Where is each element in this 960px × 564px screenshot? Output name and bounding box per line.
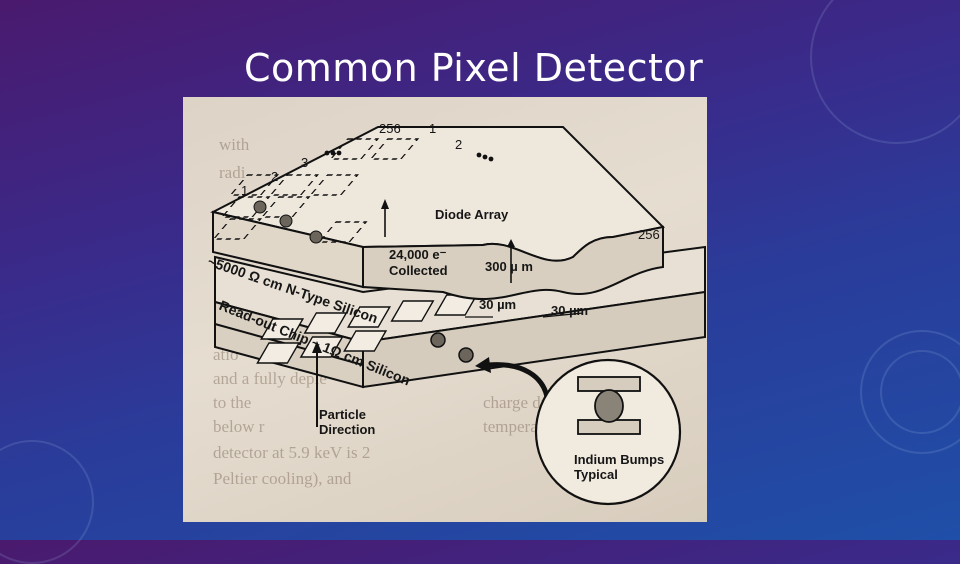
label-indium-line2: Typical: [574, 467, 618, 482]
label-row-count-right: 256: [638, 227, 660, 242]
diode-dot-3: [309, 230, 323, 244]
pitch-arrow-y: [542, 312, 584, 318]
bump-pad-grid: [256, 294, 478, 364]
bg-text-7: detector at 5.9 keV is 2: [213, 443, 371, 462]
label-col-count: 256: [379, 121, 401, 136]
charge-arrow-head: [381, 199, 389, 209]
detector-diagram: [210, 126, 706, 506]
diode-dot-2: [279, 214, 293, 228]
label-pitch-x: 30 µm: [479, 297, 517, 312]
bg-text-6: below r: [213, 417, 265, 436]
label-col-1: 1: [429, 121, 437, 136]
decor-ring-right-inner: [880, 350, 960, 434]
bg-text-8: Peltier cooling), and: [213, 469, 352, 488]
bg-text-5: to the: [213, 393, 252, 412]
diode-array-dashed: [212, 138, 420, 243]
label-col-2: 2: [455, 137, 463, 152]
callout-arrow: [487, 362, 550, 398]
indium-inset-bump: [577, 376, 641, 435]
detector-figure-photo: with radi atio and a fully deple to the …: [183, 97, 707, 522]
decor-ring-bottom-left: [0, 440, 94, 564]
bg-text-4: and a fully deple: [213, 369, 327, 388]
indium-bump-2: [458, 347, 474, 363]
label-pitch-y: 30 µm: [551, 303, 589, 318]
bg-text-2: radi: [219, 163, 246, 182]
label-particle-line2: Direction: [319, 422, 376, 437]
sensor-slab: [210, 126, 666, 301]
label-thickness: 300 µ m: [485, 259, 533, 274]
label-row-2: 2: [271, 169, 279, 184]
bg-text-1: with: [219, 135, 250, 154]
decor-ring-top-right: [810, 0, 960, 144]
indium-bump-1: [430, 332, 446, 348]
label-charge-collected: Collected: [389, 263, 448, 278]
label-diode-array: Diode Array: [435, 207, 509, 222]
decor-ring-right: [860, 330, 960, 454]
label-row-3: 3: [301, 155, 309, 170]
label-row-1: 1: [241, 183, 249, 198]
particle-arrow-head: [312, 341, 322, 353]
label-charge-value: 24,000 e⁻: [389, 247, 447, 262]
label-particle-line1: Particle: [319, 407, 366, 422]
diode-dot-1: [253, 200, 267, 214]
slide-title: Common Pixel Detector: [244, 46, 704, 90]
continuation-dots: [324, 150, 494, 162]
label-indium-line1: Indium Bumps: [574, 452, 665, 467]
